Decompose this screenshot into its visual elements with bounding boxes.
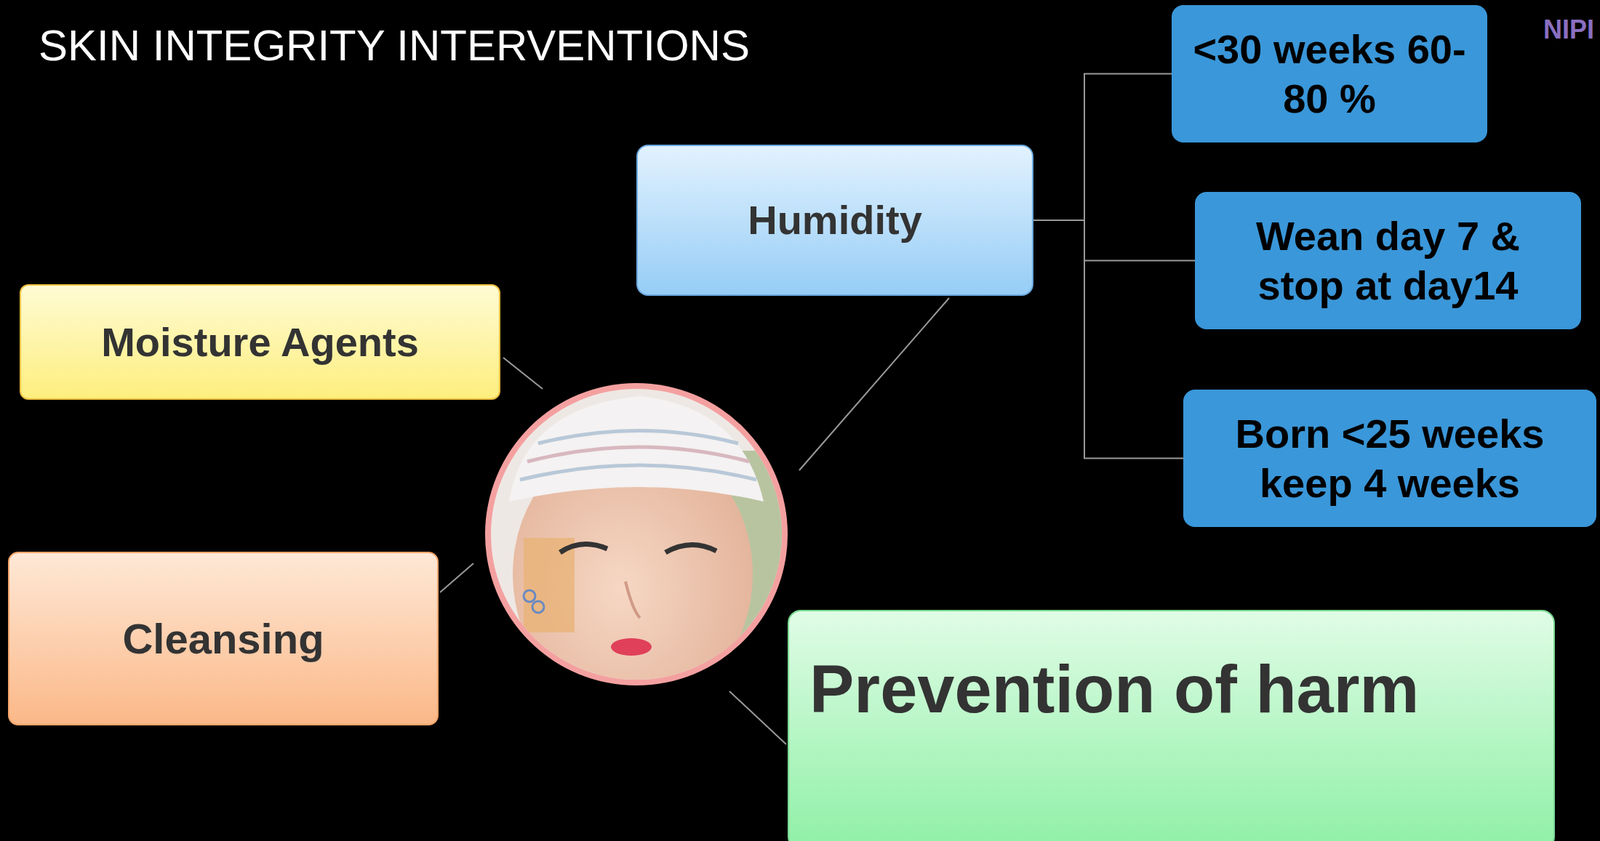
box-label: Prevention of harm xyxy=(809,649,1419,730)
leader-line xyxy=(799,298,950,471)
tree-connector xyxy=(1033,74,1172,222)
lips xyxy=(610,638,652,656)
box-label: Humidity xyxy=(747,195,923,245)
box-label: Moisture Agents xyxy=(101,317,419,367)
watermark: NIPI xyxy=(1543,14,1595,46)
tape xyxy=(523,538,575,633)
box-label: Wean day 7 & stop at day14 xyxy=(1209,211,1567,310)
eye xyxy=(560,544,608,553)
tree-connector xyxy=(1033,220,1195,262)
hat-stripe xyxy=(520,465,757,480)
sticker xyxy=(532,601,544,614)
nose xyxy=(625,581,640,619)
detail-box: Born <25 weeks keep 4 weeks xyxy=(1183,389,1597,528)
baby-photo xyxy=(485,383,793,713)
sticker xyxy=(523,590,536,603)
hat-stripe xyxy=(538,431,739,445)
leader-line xyxy=(503,357,543,390)
detail-box: Wean day 7 & stop at day14 xyxy=(1194,192,1582,330)
topic-box: Prevention of harm xyxy=(787,610,1555,841)
hat xyxy=(509,396,764,502)
tree-connector xyxy=(1033,220,1184,459)
topic-box: Humidity xyxy=(636,144,1034,296)
leader-line xyxy=(440,563,474,593)
box-label: Cleansing xyxy=(122,613,324,665)
hat-stripe xyxy=(527,447,750,462)
topic-box: Cleansing xyxy=(8,552,439,726)
slide-title: SKIN INTEGRITY INTERVENTIONS xyxy=(38,20,750,71)
box-label: <30 weeks 60-80 % xyxy=(1186,24,1473,123)
eye xyxy=(665,544,717,553)
topic-box: Moisture Agents xyxy=(19,284,501,400)
leader-line xyxy=(729,691,787,745)
box-label: Born <25 weeks keep 4 weeks xyxy=(1197,409,1582,507)
detail-box: <30 weeks 60-80 % xyxy=(1171,5,1488,143)
